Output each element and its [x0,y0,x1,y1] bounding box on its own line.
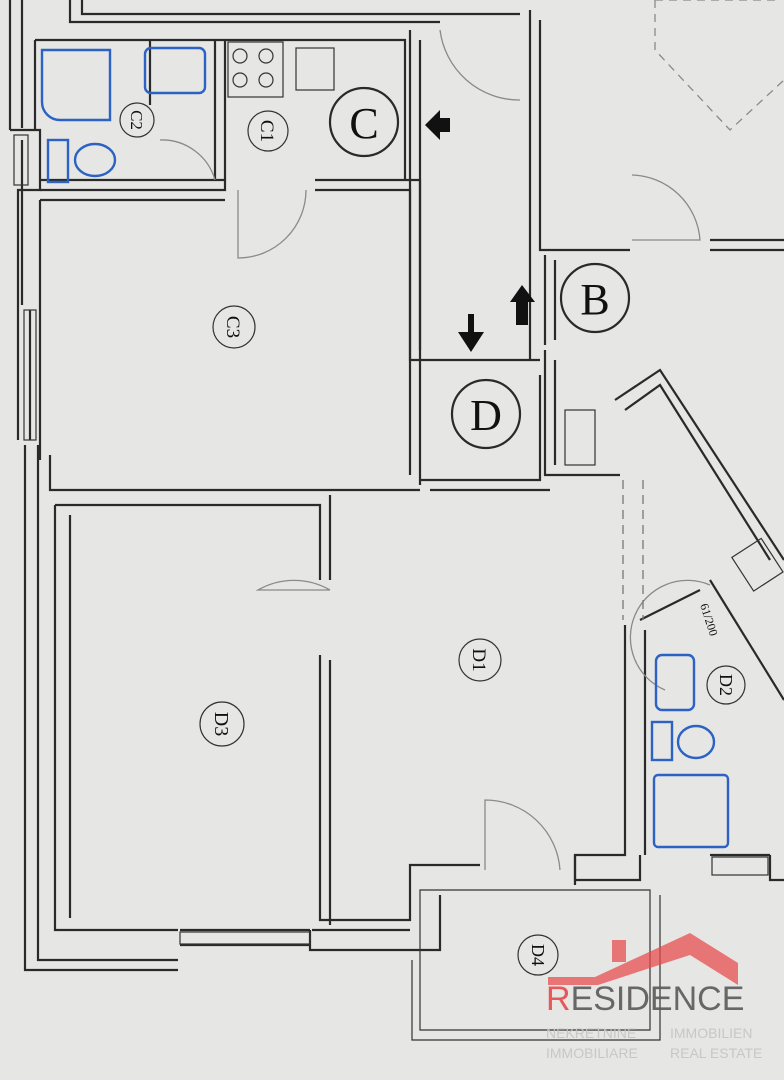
label-c: C [328,86,400,158]
label-c1: C1 [247,110,289,152]
room-label-d1: D1 [468,648,489,671]
logo-text: RESIDENCE [546,980,744,1018]
door-dimension-note: 61/200 [697,602,721,638]
label-d: D [450,378,522,450]
room-label-c3: C3 [222,316,243,338]
label-d2: D2 [706,665,746,705]
logo-sub-immobilien: IMMOBILIEN [670,1025,752,1041]
logo-sub-real-estate: REAL ESTATE [670,1045,762,1061]
label-d4: D4 [517,934,559,976]
logo-sub-nekretnine: NEKRETNINE [546,1025,636,1041]
room-label-b: B [580,275,609,324]
logo-sub-immobiliare: IMMOBILIARE [546,1045,638,1061]
label-b: B [559,262,631,334]
label-d1: D1 [458,638,502,682]
fixtures [40,41,784,849]
room-label-d2: D2 [716,674,736,696]
label-d3: D3 [199,701,245,747]
door-swings [159,0,784,871]
walls [8,0,784,1041]
windows [13,134,769,945]
entry-arrows [425,110,535,352]
room-label-c: C [349,99,378,148]
label-c3: C3 [212,305,256,349]
room-label-d3: D3 [210,712,232,736]
label-c2: C2 [119,102,155,138]
room-label-c2: C2 [127,110,146,130]
room-label-d: D [470,391,502,440]
room-label-d4: D4 [528,944,548,966]
room-label-c1: C1 [256,120,277,142]
residence-logo: RESIDENCE NEKRETNINE IMMOBILIARE IMMOBIL… [546,933,762,1061]
